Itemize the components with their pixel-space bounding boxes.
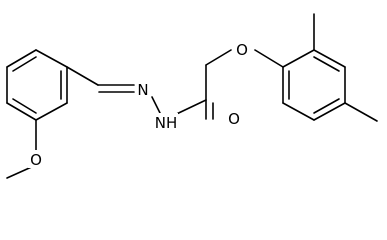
dimethylphenyl-ring [282, 49, 346, 121]
methyl-groups [313, 13, 378, 122]
methoxy-group [6, 119, 37, 179]
acetamide-group [165, 49, 284, 120]
imine-nitrogen-label: N [137, 81, 148, 99]
hydrazone-linker [66, 66, 161, 114]
ether-oxygen-label: O [236, 41, 248, 59]
carbonyl-oxygen-label: O [228, 110, 240, 128]
chemical-structure: O O NH N O [6, 13, 378, 179]
methoxy-oxygen-label: O [30, 151, 42, 169]
methoxyphenyl-ring [6, 49, 68, 121]
para-methyl-bond [344, 102, 378, 122]
atom-labels: O O NH N O [28, 40, 251, 169]
amide-nitrogen-label: NH [155, 114, 178, 132]
